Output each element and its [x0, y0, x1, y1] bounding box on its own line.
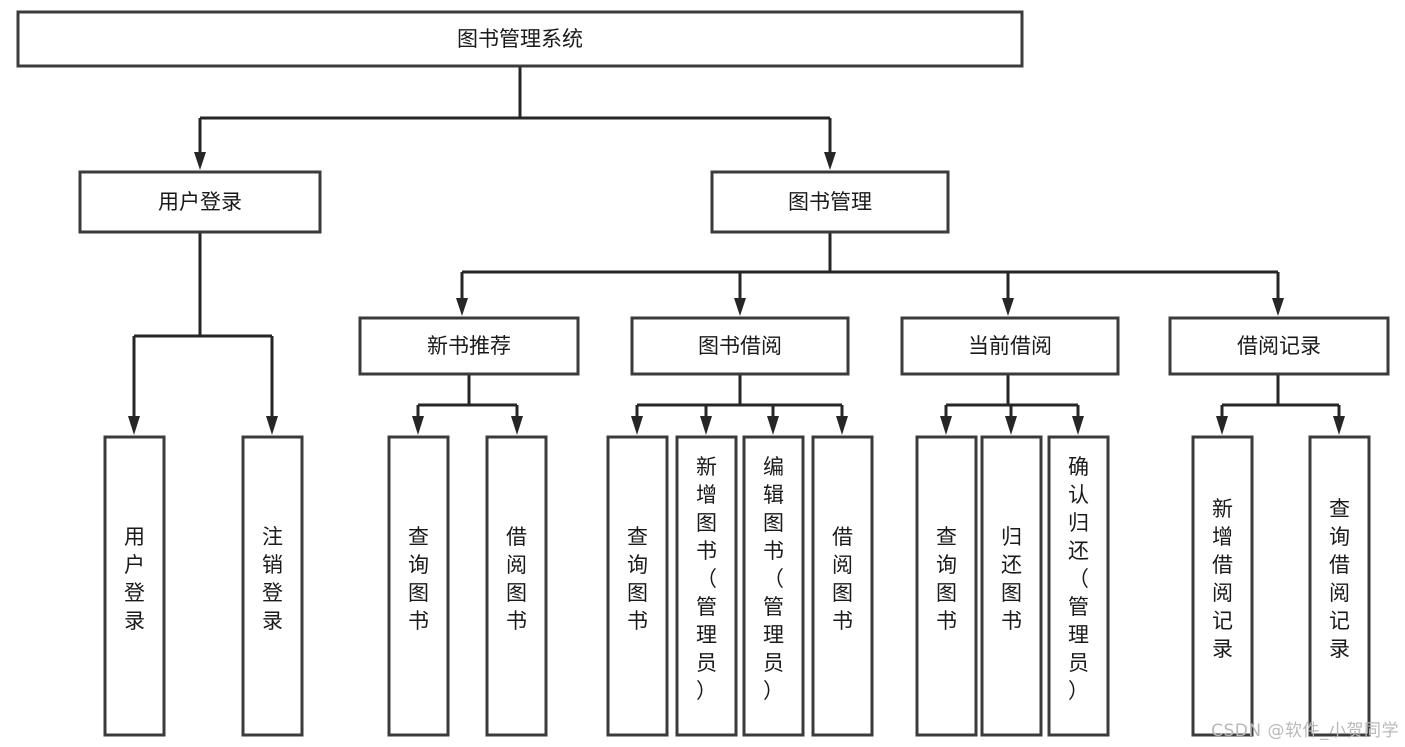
arrow-to-leaf-borrow-book [836, 416, 848, 435]
node-leaf-borrow-book-rec[interactable]: 借阅图书 [485, 435, 548, 737]
node-borrow-record-label: 借阅记录 [1237, 334, 1321, 358]
node-leaf-return-book-label: 归还图书 [1001, 525, 1022, 633]
arrow-to-leaf-query-record [1333, 416, 1345, 435]
arrow-to-leaf-borrow-book-rec [511, 416, 523, 435]
node-leaf-query-book-current-label: 查询图书 [936, 525, 957, 633]
node-user-login-box[interactable] [78, 170, 322, 234]
node-leaf-user-login[interactable]: 用户登录 [103, 435, 166, 737]
node-leaf-logout[interactable]: 注销登录 [241, 435, 304, 737]
arrow-to-leaf-add-record [1216, 416, 1228, 435]
node-leaf-query-book-current-box[interactable] [915, 435, 978, 737]
node-user-login[interactable]: 用户登录 [78, 170, 322, 234]
arrow-to-leaf-query-book-rec [412, 416, 424, 435]
arrow-to-book-management [824, 152, 836, 170]
node-leaf-add-record-label: 新增借阅记录 [1212, 497, 1233, 661]
arrow-to-leaf-logout [266, 416, 278, 435]
node-leaf-query-book-borrow-box[interactable] [606, 435, 669, 737]
node-leaf-borrow-book-label: 借阅图书 [832, 525, 853, 633]
arrow-to-leaf-edit-book [767, 416, 779, 435]
leaf-layer: 用户登录 注销登录 查询图书 借阅图书 查询图书 新增图书（管理员） 编辑图书（管理员） 借阅… [103, 435, 1371, 737]
arrow-to-leaf-query-book-borrow [631, 416, 643, 435]
node-leaf-confirm-return[interactable]: 确认归还（管理员） [1047, 435, 1110, 737]
node-leaf-query-book-rec-label: 查询图书 [408, 525, 429, 633]
node-book-borrow-box[interactable] [630, 316, 850, 376]
node-leaf-add-book-label: 新增图书（管理员） [696, 455, 717, 703]
node-leaf-edit-book-box[interactable] [742, 435, 805, 737]
node-borrow-record[interactable]: 借阅记录 [1168, 316, 1390, 376]
arrow-to-borrow-record [1272, 298, 1284, 316]
arrow-to-user-login [194, 152, 206, 170]
arrow-to-new-book-recommend [456, 298, 468, 316]
node-user-login-label: 用户登录 [158, 190, 242, 214]
node-book-borrow-label: 图书借阅 [698, 334, 782, 358]
node-leaf-query-book-current[interactable]: 查询图书 [915, 435, 978, 737]
node-leaf-confirm-return-box[interactable] [1047, 435, 1110, 737]
node-leaf-query-record-label: 查询借阅记录 [1329, 497, 1350, 661]
node-book-management-label: 图书管理 [788, 190, 872, 214]
node-leaf-add-book-box[interactable] [675, 435, 738, 737]
node-leaf-confirm-return-label: 确认归还（管理员） [1068, 455, 1089, 703]
connector-layer [128, 66, 1345, 435]
node-book-management[interactable]: 图书管理 [710, 170, 950, 234]
node-leaf-query-book-borrow[interactable]: 查询图书 [606, 435, 669, 737]
node-current-borrow[interactable]: 当前借阅 [900, 316, 1120, 376]
node-new-book-recommend[interactable]: 新书推荐 [358, 316, 580, 376]
node-borrow-record-box[interactable] [1168, 316, 1390, 376]
node-leaf-user-login-label: 用户登录 [124, 525, 145, 633]
node-leaf-user-login-box[interactable] [103, 435, 166, 737]
node-new-book-recommend-label: 新书推荐 [427, 334, 511, 358]
node-root[interactable]: 图书管理系统 [16, 10, 1024, 68]
node-leaf-borrow-book-box[interactable] [811, 435, 874, 737]
arrow-to-leaf-query-book-current [940, 416, 952, 435]
node-leaf-logout-label: 注销登录 [262, 525, 283, 633]
node-leaf-query-record[interactable]: 查询借阅记录 [1308, 435, 1371, 737]
node-leaf-add-record-box[interactable] [1191, 435, 1254, 737]
node-leaf-return-book-box[interactable] [980, 435, 1043, 737]
node-book-management-box[interactable] [710, 170, 950, 234]
node-leaf-borrow-book[interactable]: 借阅图书 [811, 435, 874, 737]
node-leaf-query-book-borrow-label: 查询图书 [627, 525, 648, 633]
watermark: CSDN @软件_小贺同学 [1211, 721, 1399, 741]
arrow-to-leaf-confirm-return [1072, 416, 1084, 435]
arrow-to-book-borrow [734, 298, 746, 316]
node-leaf-query-record-box[interactable] [1308, 435, 1371, 737]
arrow-to-current-borrow [1002, 298, 1014, 316]
node-leaf-query-book-rec-box[interactable] [387, 435, 450, 737]
node-new-book-recommend-box[interactable] [358, 316, 580, 376]
node-current-borrow-label: 当前借阅 [968, 334, 1052, 358]
node-book-borrow[interactable]: 图书借阅 [630, 316, 850, 376]
arrow-to-leaf-user-login [128, 416, 140, 435]
node-leaf-borrow-book-rec-box[interactable] [485, 435, 548, 737]
node-leaf-add-record[interactable]: 新增借阅记录 [1191, 435, 1254, 737]
arrow-to-leaf-return-book [1005, 416, 1017, 435]
node-leaf-edit-book-label: 编辑图书（管理员） [763, 455, 784, 703]
node-leaf-borrow-book-rec-label: 借阅图书 [506, 525, 527, 633]
node-leaf-query-book-rec[interactable]: 查询图书 [387, 435, 450, 737]
node-root-box[interactable] [16, 10, 1024, 68]
node-leaf-logout-box[interactable] [241, 435, 304, 737]
node-current-borrow-box[interactable] [900, 316, 1120, 376]
arrow-to-leaf-add-book [700, 416, 712, 435]
node-leaf-return-book[interactable]: 归还图书 [980, 435, 1043, 737]
node-leaf-edit-book[interactable]: 编辑图书（管理员） [742, 435, 805, 737]
node-leaf-add-book[interactable]: 新增图书（管理员） [675, 435, 738, 737]
node-root-label: 图书管理系统 [457, 27, 583, 51]
